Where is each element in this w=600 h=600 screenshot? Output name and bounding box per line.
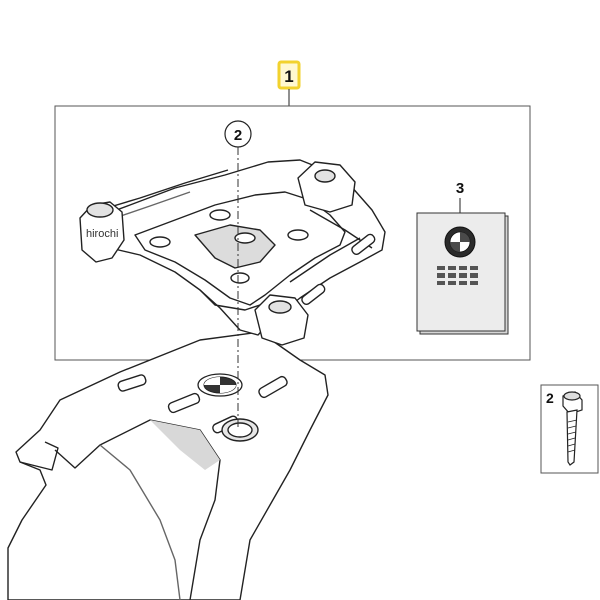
- carrier-foot-bottom-right: [254, 294, 309, 346]
- callout-3-label[interactable]: 3: [456, 180, 464, 197]
- callout-2-label: 2: [234, 127, 242, 144]
- socket-head-bolt-icon: [562, 391, 583, 466]
- bolt-detail-label[interactable]: 2: [546, 390, 554, 406]
- callout-1-label: 1: [284, 67, 293, 86]
- watermark-text: hirochi: [86, 228, 118, 240]
- bmw-roundel-icon: [197, 373, 243, 397]
- callout-2[interactable]: 2: [224, 120, 252, 148]
- carrier-foot-top-right: [297, 161, 356, 213]
- callout-1[interactable]: 1: [277, 60, 301, 90]
- bmw-roundel-icon: [444, 226, 476, 258]
- tail-subframe: [7, 331, 329, 600]
- carrier-foot-left: [79, 201, 125, 263]
- sticker-text-placeholder: [437, 266, 478, 285]
